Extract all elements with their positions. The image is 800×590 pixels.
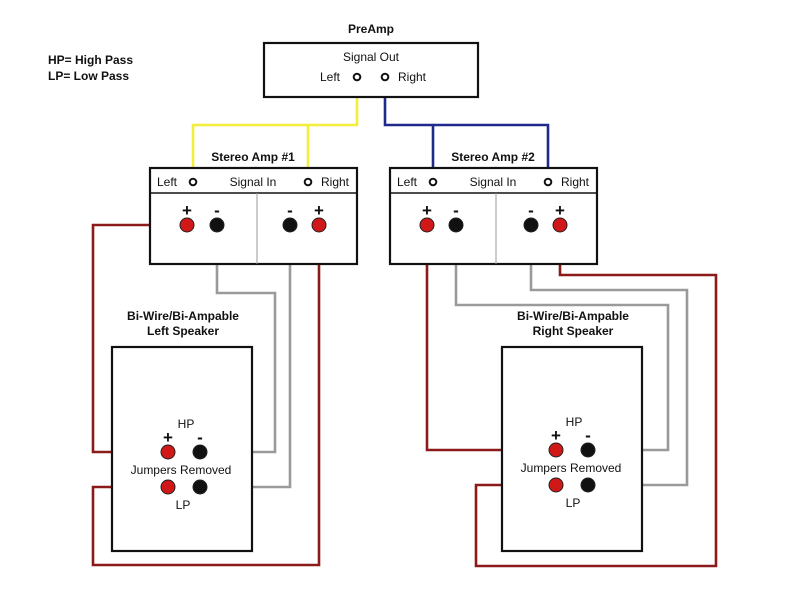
left-speaker-minus-sign: - — [197, 428, 203, 447]
preamp-left-label: Left — [320, 70, 341, 84]
amp2-right-negative-terminal — [523, 217, 539, 233]
left-speaker-lp-positive-terminal — [160, 479, 176, 495]
right-signal-wire — [383, 80, 435, 177]
amp1-right-positive-terminal — [311, 217, 327, 233]
right-speaker-minus-sign: - — [585, 426, 591, 445]
right-speaker-box — [500, 345, 644, 553]
amp2-left-input-jack — [428, 177, 438, 187]
left-speaker-jumpers-label: Jumpers Removed — [131, 463, 232, 477]
left-speaker-title-line2: Left Speaker — [147, 324, 219, 338]
amp2-right-plus-sign: + — [555, 201, 565, 220]
left-speaker-hp-positive-terminal — [160, 444, 176, 460]
amp2-left-label: Left — [397, 175, 418, 189]
amp1-left-positive-terminal — [179, 217, 195, 233]
amp2-right-negative-to-lp-wire — [529, 225, 689, 487]
amp2-left-minus-sign: - — [453, 201, 459, 220]
preamp-right-output-jack — [380, 72, 390, 82]
left-speaker-box — [110, 345, 254, 553]
right-signal-wire-branch — [433, 123, 550, 177]
right-speaker-plus-sign: + — [551, 426, 561, 445]
amp1-right-negative-terminal — [282, 217, 298, 233]
preamp-signal-out-label: Signal Out — [343, 50, 400, 64]
amp1-left-label: Left — [157, 175, 178, 189]
amp2-signal-in-label: Signal In — [470, 175, 517, 189]
amp2-right-positive-terminal — [552, 217, 568, 233]
amp2-left-plus-sign: + — [422, 201, 432, 220]
right-speaker-lp-label: LP — [566, 496, 581, 510]
amp2-right-input-jack — [543, 177, 553, 187]
amp1-right-minus-sign: - — [287, 201, 293, 220]
amp2-left-negative-terminal — [448, 217, 464, 233]
amp1-left-input-jack — [188, 177, 198, 187]
right-speaker-jumpers-label: Jumpers Removed — [521, 461, 622, 475]
amp2-box — [388, 166, 599, 266]
legend-lp: LP= Low Pass — [48, 69, 129, 83]
left-speaker-title-line1: Bi-Wire/Bi-Ampable — [127, 309, 239, 323]
right-speaker-lp-negative-terminal — [580, 477, 596, 493]
amp1-left-negative-terminal — [209, 217, 225, 233]
left-speaker-lp-negative-terminal — [192, 479, 208, 495]
right-speaker-lp-positive-terminal — [548, 477, 564, 493]
left-speaker-hp-negative-terminal — [192, 444, 208, 460]
preamp-right-label: Right — [398, 70, 427, 84]
amp1-left-minus-sign: - — [214, 201, 220, 220]
legend-hp: HP= High Pass — [48, 53, 133, 67]
amp1-right-plus-sign: + — [314, 201, 324, 220]
right-speaker-hp-negative-terminal — [580, 442, 596, 458]
amp2-right-positive-to-lp-wire — [474, 225, 718, 568]
amp1-right-label: Right — [321, 175, 350, 189]
amp2-right-label: Right — [561, 175, 590, 189]
right-speaker-title-line1: Bi-Wire/Bi-Ampable — [517, 309, 629, 323]
preamp-title: PreAmp — [348, 22, 394, 36]
amp1-right-input-jack — [303, 177, 313, 187]
left-speaker-hp-label: HP — [178, 417, 195, 431]
amp1-title: Stereo Amp #1 — [211, 150, 295, 164]
left-speaker-lp-label: LP — [176, 498, 191, 512]
amp1-signal-in-label: Signal In — [230, 175, 277, 189]
amp2-right-minus-sign: - — [528, 201, 534, 220]
right-speaker-hp-label: HP — [566, 415, 583, 429]
preamp-left-output-jack — [352, 72, 362, 82]
left-speaker-plus-sign: + — [163, 428, 173, 447]
right-speaker-hp-positive-terminal — [548, 442, 564, 458]
right-speaker-title-line2: Right Speaker — [533, 324, 614, 338]
amp1-box — [148, 166, 359, 266]
preamp-box — [262, 41, 480, 99]
amp2-title: Stereo Amp #2 — [451, 150, 535, 164]
amp2-left-positive-terminal — [419, 217, 435, 233]
amp1-left-plus-sign: + — [182, 201, 192, 220]
left-signal-wire — [191, 80, 359, 177]
